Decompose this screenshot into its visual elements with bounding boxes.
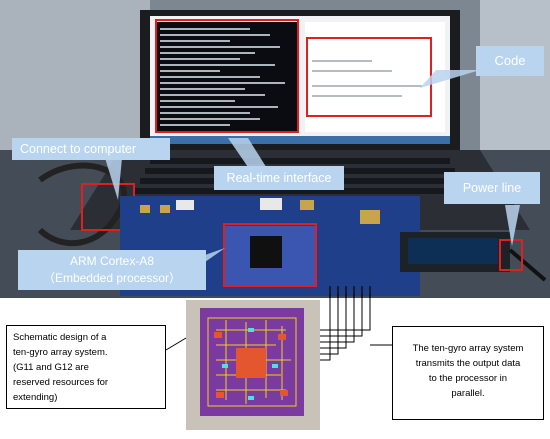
terminal-highlight [155,19,299,133]
schematic-description: Schematic design of a ten-gyro array sys… [6,325,166,409]
code-callout: Code [476,46,544,76]
schematic-desc-line: (G11 and G12 are [13,362,89,373]
code-label: Code [494,53,526,68]
arm-label-title: ARM Cortex-A8 [69,254,155,268]
code-window [305,22,445,132]
schematic-desc-line: reserved resources for [13,377,109,388]
setup-photo [0,0,550,298]
schematic-image [186,300,320,430]
transmission-desc-line: transmits the output data [415,358,521,369]
connect-label: Connect to computer [20,142,137,156]
arm-label-subtitle: （Embedded processor） [42,271,182,285]
schematic-desc-line: extending) [13,392,58,403]
transmission-description: The ten-gyro array system transmits the … [392,326,544,420]
transmission-desc-line: parallel. [451,388,485,399]
connect-callout: Connect to computer [12,138,170,160]
schematic-desc-line: ten-gyro array system. [13,347,108,358]
callout-arrows [105,70,520,262]
realtime-callout: Real-time interface [214,166,344,190]
transmission-desc-line: to the processor in [428,373,508,384]
transmission-desc-line: The ten-gyro array system [412,343,524,354]
connector-lines [165,294,392,361]
power-label: Power line [462,181,522,195]
processor-highlight [223,223,317,287]
realtime-label: Real-time interface [226,171,332,185]
power-callout: Power line [444,172,540,204]
arm-callout: ARM Cortex-A8 （Embedded processor） [18,250,206,290]
schematic-desc-line: Schematic design of a [13,332,107,343]
